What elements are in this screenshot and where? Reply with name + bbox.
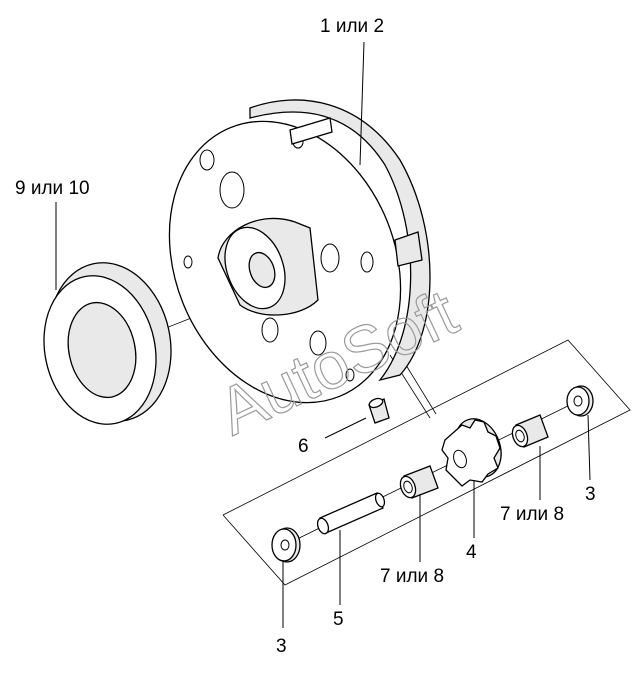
label-gear: 4 — [466, 542, 477, 563]
thrust-ring — [43, 262, 172, 425]
shaft — [316, 492, 386, 535]
washer-left — [271, 527, 301, 563]
label-washer-left: 3 — [276, 636, 287, 657]
label-plug: 6 — [298, 436, 309, 457]
label-thrust-ring: 9 или 10 — [15, 178, 90, 199]
label-bushing-right: 7 или 8 — [500, 504, 564, 525]
leader-washer-right — [587, 414, 591, 481]
label-washer-right: 3 — [585, 484, 596, 505]
plug — [368, 397, 390, 424]
sub-assembly-frame — [222, 339, 631, 586]
bushing-left — [399, 465, 439, 499]
gear — [441, 418, 502, 487]
leader-plug — [324, 417, 367, 439]
bushing-right — [511, 414, 549, 448]
label-shaft: 5 — [333, 609, 344, 630]
leader-pump-housing — [359, 41, 365, 166]
washer-right — [566, 385, 594, 417]
label-pump-housing: 1 или 2 — [320, 16, 384, 37]
pump-housing — [168, 99, 431, 404]
label-bushing-left: 7 или 8 — [380, 566, 444, 587]
